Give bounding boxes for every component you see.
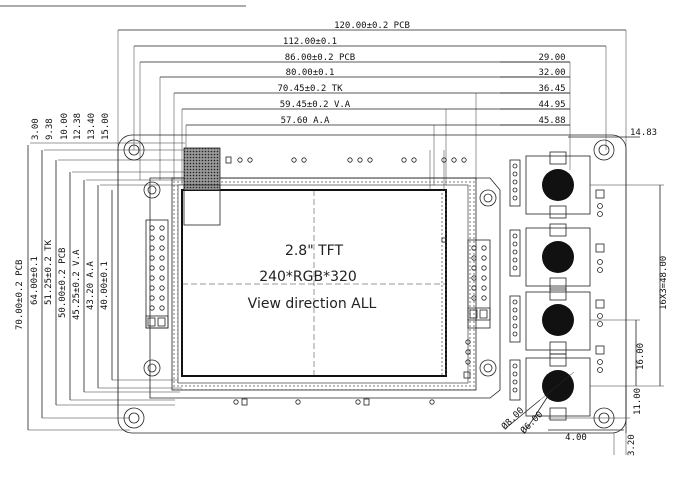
left-pin-header: [145, 219, 169, 329]
pcb-board: [117, 134, 627, 434]
dim-hole-spacing: 112.00±0.1: [283, 37, 337, 47]
switch-button-icon: [542, 304, 574, 336]
dim-va-width: 59.45±0.2 V.A: [280, 100, 351, 110]
dim-r5: 45.88: [538, 116, 565, 126]
dim-tk-width: 70.45±0.2 TK: [277, 84, 343, 94]
mount-hole-icon: [123, 139, 145, 161]
button-column: [509, 151, 605, 421]
offset-5: 15.00: [101, 113, 111, 140]
right-dimensions: 29.00 32.00 36.45 44.95 45.88 14.83: [500, 53, 657, 170]
display-resolution-label: 240*RGB*320: [259, 269, 357, 285]
dim-r3: 36.45: [538, 84, 565, 94]
dim-r2: 32.00: [538, 68, 565, 78]
dim-va-height: 45.25±0.2 V.A: [72, 249, 82, 320]
offset-3: 12.38: [73, 113, 83, 140]
view-direction-label: View direction ALL: [248, 296, 377, 312]
dim-button-spacing: 16.00: [636, 343, 646, 370]
dim-r1: 29.00: [538, 53, 565, 63]
bottom-components: [233, 398, 435, 406]
vertical-dimensions: 70.00±0.2 PCB 64.00±0.1 51.25±0.2 TK 50.…: [15, 145, 186, 431]
dim-hole-v: 64.00±0.1: [30, 256, 40, 305]
fpc-tab: [183, 147, 221, 191]
dim-pcb-inner: 86.00±0.2 PCB: [285, 53, 355, 63]
display-size-label: 2.8" TFT: [285, 243, 344, 259]
tact-switch: [525, 287, 591, 355]
dim-lcd-h: 40.00±0.1: [100, 261, 110, 310]
mount-hole-icon: [593, 139, 615, 161]
dim-lcd-outline: 80.00±0.1: [286, 68, 335, 78]
mount-hole-icon: [123, 407, 145, 429]
switch-button-icon: [542, 169, 574, 201]
dim-tk-height: 51.25±0.2 TK: [44, 239, 54, 305]
tact-switch: [525, 151, 591, 219]
dim-aa-height: 43.20 A.A: [86, 261, 96, 310]
button-side-parts: [595, 189, 605, 373]
dim-button-bottom: 11.00: [633, 388, 643, 415]
lcd-module: 2.8" TFT 240*RGB*320 View direction ALL: [171, 147, 477, 391]
dim-button-pitch: 16X3=48.00: [659, 256, 669, 310]
dim-pcb-height: 70.00±0.2 PCB: [15, 260, 25, 330]
right-pin-header: [441, 237, 491, 379]
tact-switch: [525, 353, 591, 421]
offset-0: 3.00: [31, 118, 41, 140]
dim-r4: 44.95: [538, 100, 565, 110]
dim-button-width: 4.00: [565, 433, 587, 443]
left-offsets: 3.00 9.38 10.00 12.38 13.40 15.00: [30, 113, 185, 186]
dim-pcb-inner-h: 50.00±0.2 PCB: [58, 248, 68, 318]
button-dimensions: 16X3=48.00 16.00 11.00 4.00 3.20 Ø8.00 Ø…: [499, 184, 669, 456]
dim-r6: 14.83: [630, 128, 657, 138]
tact-switch: [525, 223, 591, 291]
dim-pcb-width: 120.00±0.2 PCB: [334, 21, 410, 31]
switch-button-icon: [542, 241, 574, 273]
dim-button-edge: 3.20: [627, 434, 637, 456]
offset-4: 13.40: [87, 113, 97, 140]
side-pins: [509, 159, 521, 401]
top-components: [225, 156, 467, 164]
offset-1: 9.38: [45, 118, 55, 140]
switch-button-icon: [542, 370, 574, 402]
offset-2: 10.00: [60, 113, 70, 140]
dim-aa-width: 57.60 A.A: [281, 116, 330, 126]
